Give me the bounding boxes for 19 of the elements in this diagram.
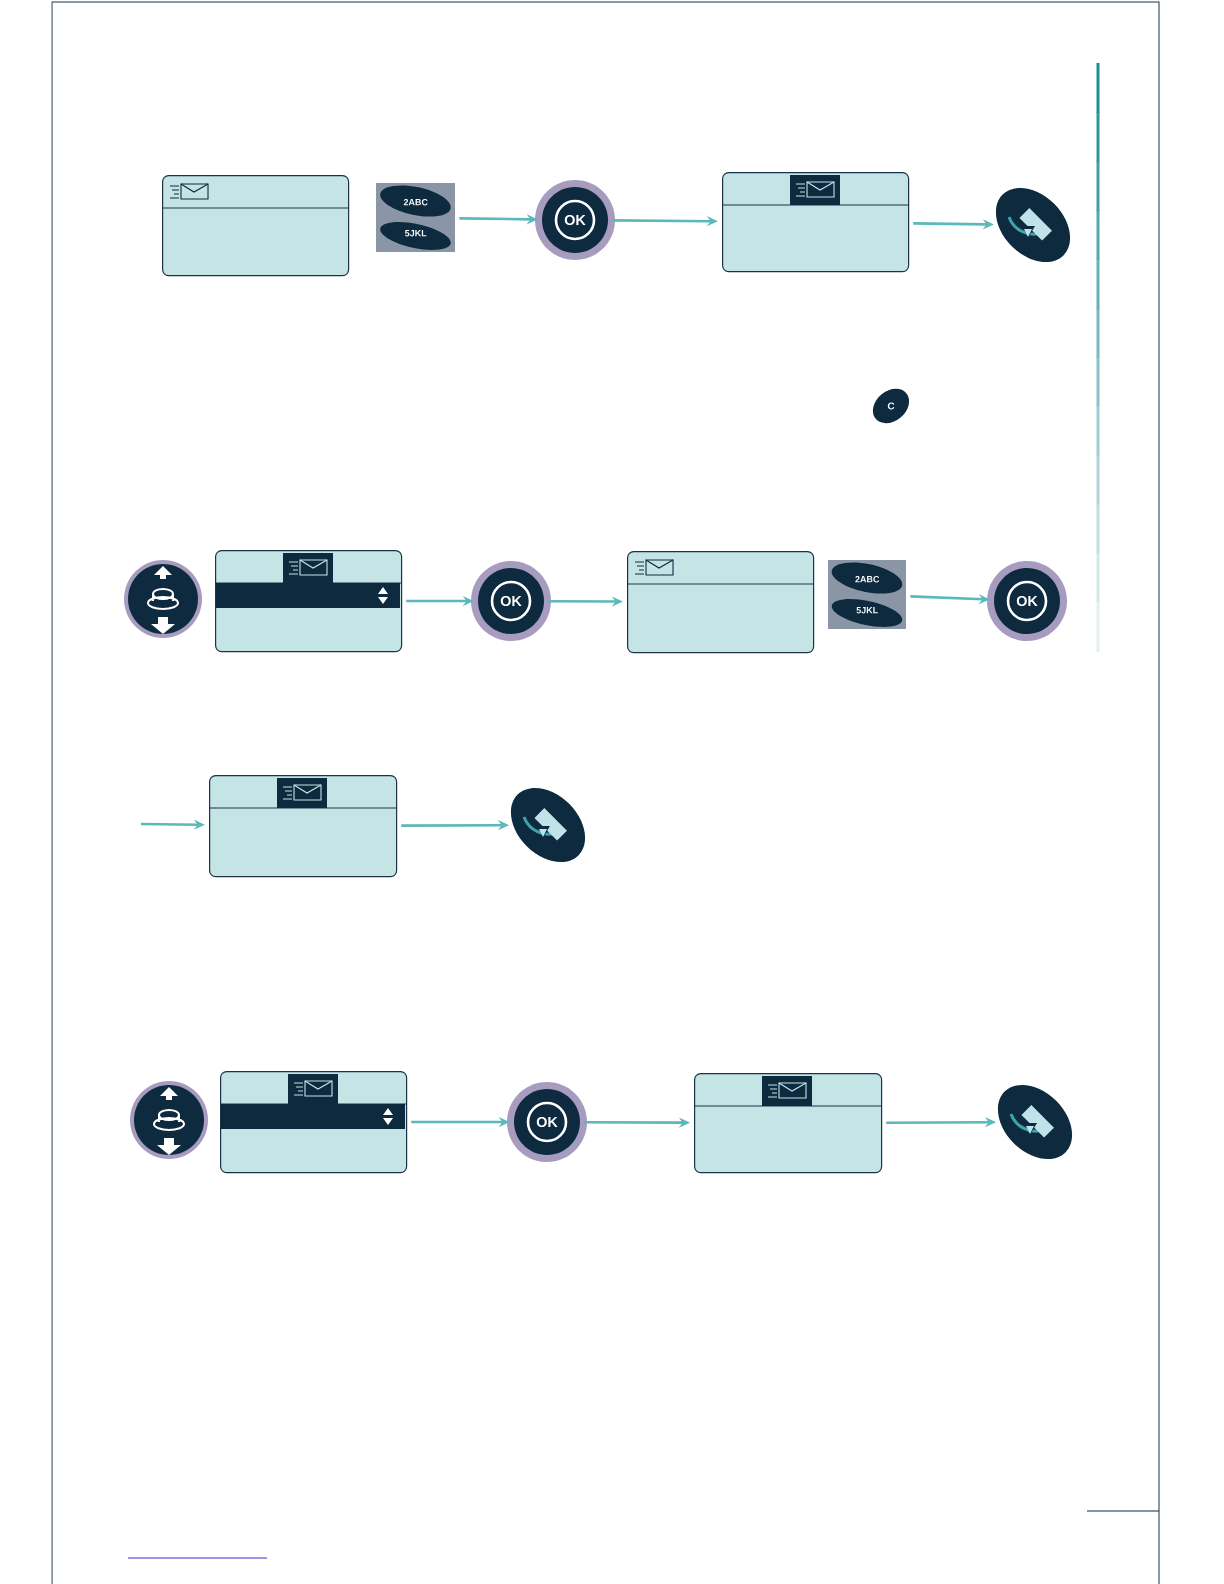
ok-key: OK [987, 561, 1067, 641]
ok-key: OK [535, 180, 615, 260]
screen-display [721, 172, 910, 273]
screen-display [693, 1073, 883, 1174]
screen-display [214, 550, 403, 653]
screen-display [219, 1071, 408, 1174]
end-call-key [510, 788, 586, 863]
ok-key: OK [507, 1082, 587, 1162]
ok-key: OK [471, 561, 551, 641]
clear-key: C [872, 388, 910, 424]
keypad-key: 2ABC 5JKL [376, 183, 455, 252]
end-call-key [998, 1085, 1073, 1160]
screen-display [208, 775, 398, 878]
scroll-key [124, 560, 202, 638]
screen-display [161, 175, 350, 277]
keypad-key: 2ABC 5JKL [828, 560, 906, 629]
end-call-key [996, 187, 1071, 263]
screen-display [626, 551, 815, 654]
scroll-key [130, 1081, 208, 1159]
